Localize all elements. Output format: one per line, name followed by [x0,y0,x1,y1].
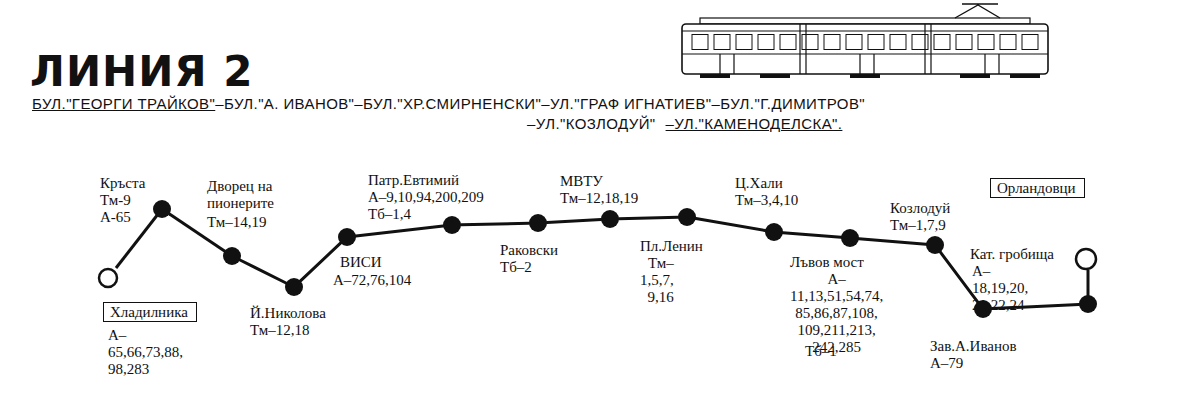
transfer-routes: Тб–1,4 [368,206,411,223]
station-name: Дворец на пионерите [207,178,295,212]
station-name: Патр.Евтимий [368,172,459,189]
station-dot: РаковскиТб–2 [529,214,547,232]
pantograph [955,4,1000,18]
station-dot: Дворец на пионеритеТм–14,19 [223,247,241,265]
terminal-box: Орландовци [990,178,1085,198]
transfer-routes: Тм–1,7,9 [890,217,946,234]
turning-loop-left [99,269,117,287]
station-name: МВТУ [560,173,603,190]
station-dot: Патр.ЕвтимийА–9,10,94,200,209Тб–1,4 [443,216,461,234]
station-name: Ц.Хали [735,175,783,192]
station-name: Кръста [100,175,145,192]
street-name: –УЛ."КОЗЛОДУЙ" [527,115,656,132]
turning-loop-right [1076,249,1096,269]
station-dot: Ц.ХалиТм–3,4,10 [765,223,783,241]
tram-details [682,24,1048,74]
terminal-box: ХладилникаА–65,66,73,88, 98,283 [103,302,197,322]
track-segment [619,217,678,219]
transfer-routes: Тм–12,18,19 [560,190,638,207]
tram-wheels [700,74,1040,78]
transfer-routes: Тм–12,18 [250,322,310,339]
station-dot: Й.НиколоваТм–12,18 [285,278,303,296]
street-name: –УЛ."КАМЕНОДЕЛСКА". [666,115,843,132]
station-name: Козлодуй [890,200,950,217]
track-segment [356,226,443,236]
track-segment [461,223,529,225]
station-name: Пл.Ленин [640,238,703,255]
transfer-routes: Тм-9 [100,192,131,209]
transfer-routes: А–65,66,73,88, 98,283 [108,327,183,378]
station-name: Лъвов мост [790,254,864,271]
terminal-name: Хладилника [110,303,190,321]
station-dot: МВТУТм–12,18,19 [601,210,619,228]
station-name: Й.Николова [250,305,326,322]
track-segment [859,239,926,245]
station-dot: КръстаТм-9А-65 [153,200,171,218]
transfer-routes: А–18,19,20, 21,22,24 [972,263,1028,314]
route-streets-line: –УЛ."КОЗЛОДУЙ" –УЛ."КАМЕНОДЕЛСКА". [527,115,842,133]
transfer-routes: А–79 [930,355,963,372]
transfer-routes: Тб–2 [500,259,532,276]
track-segment [547,220,601,223]
station-dot: ВИСИА–72,76,104 [338,228,356,246]
diagram-title: ЛИНИЯ 2 [30,50,254,94]
tram-roof [700,18,1030,24]
station-name: ВИСИ [340,254,382,271]
station-dot: Пл.ЛенинТм–1,5,7, 9,16 [678,208,696,226]
station-dot: КозлодуйТм–1,7,9 [926,236,944,254]
route-streets-line: БУЛ."ГЕОРГИ ТРАЙКОВ"–БУЛ."А. ИВАНОВ"–БУЛ… [32,95,865,113]
terminal-name: Орландовци [997,179,1078,197]
transfer-routes: А–9,10,94,200,209 [368,189,484,206]
transfer-routes: Тм–1,5,7, 9,16 [640,255,674,306]
station-name: Зав.А.Иванов [930,338,1017,355]
station-dot: Лъвов мостА–11,13,51,54,74, 85,86,87,108… [841,229,859,247]
station-name: Раковски [500,242,558,259]
station-dot: Кат. гробищаА–18,19,20, 21,22,24 [1079,295,1097,313]
transfer-routes: А-65 [100,209,131,226]
street-name: БУЛ."ГЕОРГИ ТРАЙКОВ" [32,95,215,112]
transfer-routes: А–72,76,104 [333,272,411,289]
street-name: –БУЛ."А. ИВАНОВ"–БУЛ."ХР.СМИРНЕНСКИ"–УЛ.… [215,95,865,112]
track-segment [696,219,765,231]
transfer-routes: Тм–3,4,10 [735,192,798,209]
tram-body [682,24,1048,74]
station-name: Кат. гробища [970,246,1054,263]
track-segment [783,233,841,238]
track-segment [240,260,286,283]
tram-windows [690,34,1042,51]
transfer-routes: Тм–14,19 [207,214,267,231]
transfer-routes: Тб–1 [805,343,837,360]
